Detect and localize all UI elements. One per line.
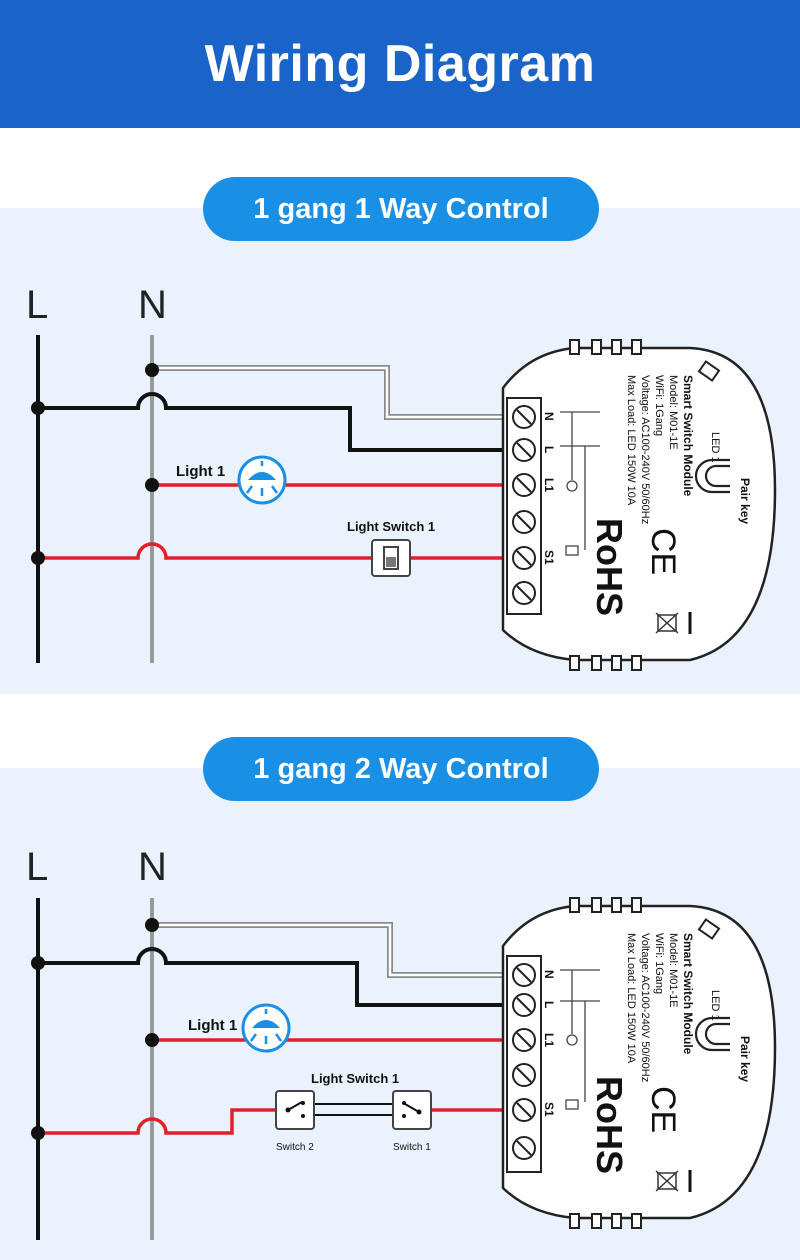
light-switch-label: Light Switch 1 — [311, 1071, 399, 1086]
line-wire — [38, 392, 520, 452]
terminal-n-label: N — [542, 412, 556, 421]
light-label: Light 1 — [188, 1017, 237, 1034]
line-bus-label: L — [26, 845, 48, 889]
light-label: Light 1 — [176, 463, 225, 480]
terminal-s1-label: S1 — [542, 1102, 556, 1117]
terminal-l1-label: L1 — [542, 1033, 556, 1047]
section-2-title: 1 gang 2 Way Control — [203, 737, 599, 801]
switch-feed-wire — [38, 1108, 276, 1135]
module-name: Smart Switch Module — [681, 933, 695, 1055]
module-name: Smart Switch Module — [681, 375, 695, 497]
terminal-l-label: L — [542, 446, 556, 453]
switch-2-label: Switch 2 — [276, 1142, 314, 1153]
weee-bin-icon — [655, 612, 679, 634]
switch-2-icon[interactable] — [275, 1090, 315, 1130]
smart-switch-module: N L L1 S1 Smart Switch Module Model: M01… — [501, 897, 777, 1229]
neutral-junction — [145, 918, 159, 932]
switch-1-label: Switch 1 — [393, 1142, 431, 1153]
module-wifi: WiFi: 1Gang — [653, 933, 665, 994]
section-1-title: 1 gang 1 Way Control — [203, 177, 599, 241]
header-banner: Wiring Diagram — [0, 0, 800, 128]
module-max-load: Max Load: LED 150W 10A — [625, 933, 637, 1064]
neutral-bus-label: N — [138, 845, 167, 889]
light-switch-icon[interactable] — [371, 539, 411, 577]
ce-mark: CE — [644, 1086, 682, 1133]
switch-1-icon[interactable] — [392, 1090, 432, 1130]
line-junction — [31, 956, 45, 970]
module-voltage: Voltage: AC100-240V 50/60Hz — [639, 933, 651, 1082]
terminal-n-label: N — [542, 970, 556, 979]
neutral-bus-label: N — [138, 283, 167, 327]
module-spec-text: Smart Switch Module Model: M01-1E WiFi: … — [625, 375, 695, 524]
led-label: LED 1 — [709, 432, 721, 463]
terminal-l-label: L — [542, 1001, 556, 1008]
ce-mark: CE — [644, 528, 682, 575]
module-voltage: Voltage: AC100-240V 50/60Hz — [639, 375, 651, 524]
module-model: Model: M01-1E — [667, 933, 679, 1008]
pair-key-label: Pair key — [738, 478, 752, 524]
line-wire — [38, 947, 520, 1007]
module-model: Model: M01-1E — [667, 375, 679, 450]
neutral-junction — [145, 363, 159, 377]
weee-bin-icon — [655, 1170, 679, 1192]
lamp-icon — [241, 1003, 291, 1053]
pair-key-label: Pair key — [738, 1036, 752, 1082]
neutral-wire — [152, 365, 520, 420]
page-title: Wiring Diagram — [204, 35, 596, 93]
module-circuit — [560, 969, 600, 1110]
neutral-wire — [152, 922, 520, 978]
light-junction — [145, 1033, 159, 1047]
switch-junction — [31, 551, 45, 565]
pair-key-button[interactable] — [694, 1016, 730, 1052]
rohs-mark: RoHS — [589, 518, 630, 616]
module-max-load: Max Load: LED 150W 10A — [625, 375, 637, 506]
pair-key-button[interactable] — [694, 458, 730, 494]
light-switch-label: Light Switch 1 — [347, 519, 435, 534]
module-wifi: WiFi: 1Gang — [653, 375, 665, 436]
switch-wire — [38, 542, 520, 560]
module-spec-text: Smart Switch Module Model: M01-1E WiFi: … — [625, 933, 695, 1082]
line-junction — [31, 401, 45, 415]
terminal-l1-label: L1 — [542, 478, 556, 492]
smart-switch-module: N L L1 S1 Smart Switch Module Model: M01… — [501, 339, 777, 671]
wiring-diagram-1: L N Light 1 Light Switch 1 — [26, 283, 777, 671]
line-bus-label: L — [26, 283, 48, 327]
led-label: LED 1 — [709, 990, 721, 1021]
module-circuit — [560, 411, 600, 556]
rohs-mark: RoHS — [589, 1076, 630, 1174]
lamp-icon — [237, 455, 287, 505]
switch-junction — [31, 1126, 45, 1140]
light-junction — [145, 478, 159, 492]
wiring-diagram-2: L N Light 1 Light Switch 1 Switc — [26, 845, 777, 1240]
terminal-s1-label: S1 — [542, 550, 556, 565]
